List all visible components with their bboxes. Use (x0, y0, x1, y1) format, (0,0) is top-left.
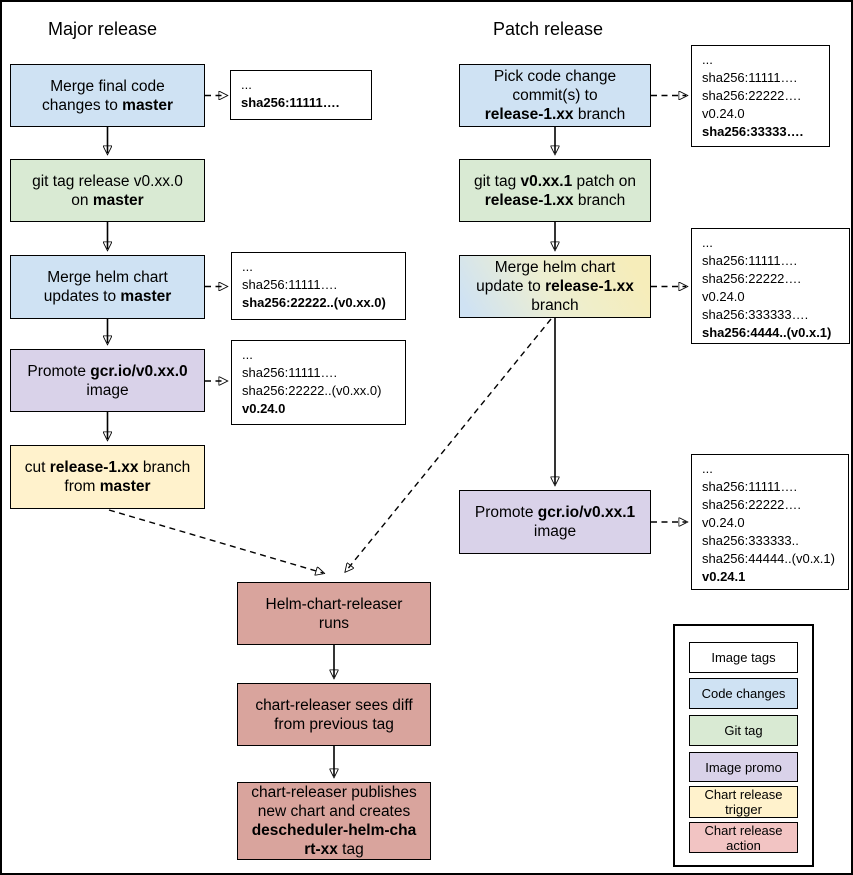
image-tag-line: sha256:44444..(v0.x.1) (702, 551, 835, 566)
flow-node-patch-merge-helm-chart: Merge helm chart update to release-1.xx … (459, 255, 651, 318)
image-tag-line: ... (702, 235, 713, 250)
flow-node-releaser-publishes: chart-releaser publishes new chart and c… (237, 782, 431, 860)
image-tag-line: v0.24.1 (702, 569, 746, 584)
image-tag-line: v0.24.0 (702, 289, 745, 304)
image-tag-line: sha256:11111…. (242, 365, 338, 380)
image-tag-line: v0.24.0 (702, 106, 745, 121)
legend-item-image-tags: Image tags (689, 642, 798, 673)
legend-item-chart-release-trigger: Chart release trigger (689, 786, 798, 818)
image-tag-line: sha256:22222…. (702, 271, 802, 286)
image-tag-line: sha256:33333…. (702, 124, 804, 139)
flow-node-major-merge-helm-chart: Merge helm chart updates to master (10, 255, 205, 319)
image-tag-line: sha256:22222…. (702, 497, 802, 512)
flow-node-major-git-tag: git tag release v0.xx.0 on master (10, 159, 205, 222)
image-tag-line: sha256:11111…. (702, 479, 798, 494)
flow-node-major-promote-image: Promote gcr.io/v0.xx.0 image (10, 349, 205, 412)
flow-node-patch-pick-commits: Pick code change commit(s) to release-1.… (459, 64, 651, 127)
image-tags-box-patch-sha-2: ... sha256:11111…. sha256:22222…. v0.24.0 sh… (691, 228, 850, 344)
image-tag-line: ... (702, 461, 713, 476)
image-tag-line: ... (242, 259, 253, 274)
image-tags-box-patch-sha-1: ... sha256:11111…. sha256:22222…. v0.24.0 sh… (691, 45, 830, 147)
image-tag-line: ... (242, 347, 253, 362)
legend-item-git-tag: Git tag (689, 715, 798, 746)
image-tag-line: sha256:22222…. (702, 88, 802, 103)
image-tag-line: sha256:333333…. (702, 307, 809, 322)
flow-node-patch-promote-image: Promote gcr.io/v0.xx.1 image (459, 490, 651, 554)
image-tag-line: sha256:11111…. (242, 277, 338, 292)
image-tag-line: sha256:333333.. (702, 533, 799, 548)
image-tag-line: v0.24.0 (242, 401, 286, 416)
image-tags-box-patch-sha-3: ... sha256:11111…. sha256:22222…. v0.24.0 sh… (691, 454, 849, 590)
legend-item-code-changes: Code changes (689, 678, 798, 709)
image-tag-line: sha256:11111…. (702, 253, 798, 268)
image-tag-line: sha256:22222..(v0.xx.0) (242, 383, 382, 398)
major-release-title: Major release (48, 19, 158, 39)
arrow-cut-branch-to-releaser (108, 509, 323, 573)
image-tag-line: sha256:11111…. (241, 95, 340, 110)
flow-node-releaser-sees-diff: chart-releaser sees diff from previous t… (237, 683, 431, 746)
legend-item-image-promo: Image promo (689, 752, 798, 782)
legend-item-chart-release-action: Chart release action (689, 822, 798, 853)
patch-release-title: Patch release (493, 19, 604, 39)
image-tag-line: ... (241, 77, 252, 92)
image-tag-line: sha256:22222..(v0.xx.0) (242, 295, 386, 310)
image-tag-line: ... (702, 52, 713, 67)
flow-node-major-merge-final-code: Merge final code changes to master (10, 64, 205, 127)
image-tags-box-major-sha-1: ... sha256:11111…. (230, 70, 372, 120)
image-tags-box-major-sha-3: ... sha256:11111…. sha256:22222..(v0.xx.0)… (231, 340, 406, 425)
image-tag-line: sha256:11111…. (702, 70, 798, 85)
image-tag-line: v0.24.0 (702, 515, 745, 530)
image-tag-line: sha256:4444..(v0.x.1) (702, 325, 832, 340)
flow-node-major-cut-release-branch: cut release-1.xx branch from master (10, 445, 205, 509)
image-tags-box-major-sha-2: ... sha256:11111…. sha256:22222..(v0.xx.0) (231, 252, 406, 320)
flow-node-patch-git-tag: git tag v0.xx.1 patch on release-1.xx br… (459, 159, 651, 222)
flow-node-releaser-runs: Helm-chart-releaser runs (237, 582, 431, 645)
